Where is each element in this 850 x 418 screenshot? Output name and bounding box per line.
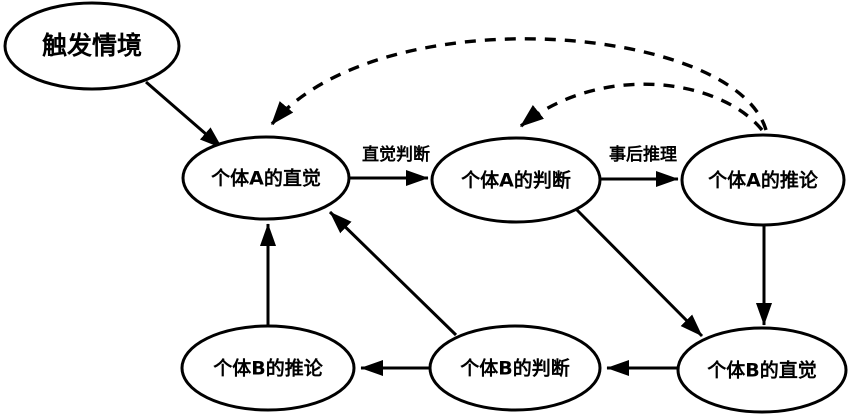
node-a-intuition-ellipse: [181, 135, 351, 221]
node-b-intuition-ellipse: [676, 326, 848, 414]
node-a-judgment-ellipse: [430, 136, 602, 224]
node-trigger-label: 触发情境: [42, 31, 142, 60]
node-trigger[interactable]: 触发情境: [3, 1, 181, 91]
edge-trigger-to-a-intuition: [145, 80, 223, 150]
node-a-reasoning-ellipse: [680, 133, 846, 227]
node-b-intuition[interactable]: 个体B的直觉: [676, 326, 848, 414]
node-b-judgment[interactable]: 个体B的判断: [428, 324, 602, 412]
edge-a-reasoning-to-a-judgment-dashed: [519, 82, 764, 132]
node-a-intuition[interactable]: 个体A的直觉: [181, 135, 351, 221]
node-a-judgment[interactable]: 个体A的判断: [430, 136, 602, 224]
node-a-intuition-label: 个体A的直觉: [210, 167, 321, 190]
node-b-intuition-label: 个体B的直觉: [706, 359, 816, 382]
node-a-reasoning[interactable]: 个体A的推论: [680, 133, 846, 227]
node-a-reasoning-label: 个体A的推论: [707, 169, 819, 192]
node-b-reasoning-ellipse: [180, 324, 356, 412]
edge-b-judgment-to-a-intuition: [328, 210, 458, 337]
node-b-judgment-label: 个体B的判断: [459, 357, 569, 380]
edge-label-intuitive-judgment: 直觉判断: [362, 144, 430, 165]
edge-a-judgment-to-b-intuition: [574, 207, 704, 338]
node-b-judgment-ellipse: [428, 324, 602, 412]
node-trigger-ellipse: [3, 1, 181, 91]
node-b-reasoning[interactable]: 个体B的推论: [180, 324, 356, 412]
edge-label-post-hoc-reasoning: 事后推理: [609, 144, 677, 165]
node-b-reasoning-label: 个体B的推论: [212, 357, 323, 380]
node-a-judgment-label: 个体A的判断: [460, 169, 571, 192]
edge-a-reasoning-to-a-intuition-dashed: [270, 37, 768, 131]
